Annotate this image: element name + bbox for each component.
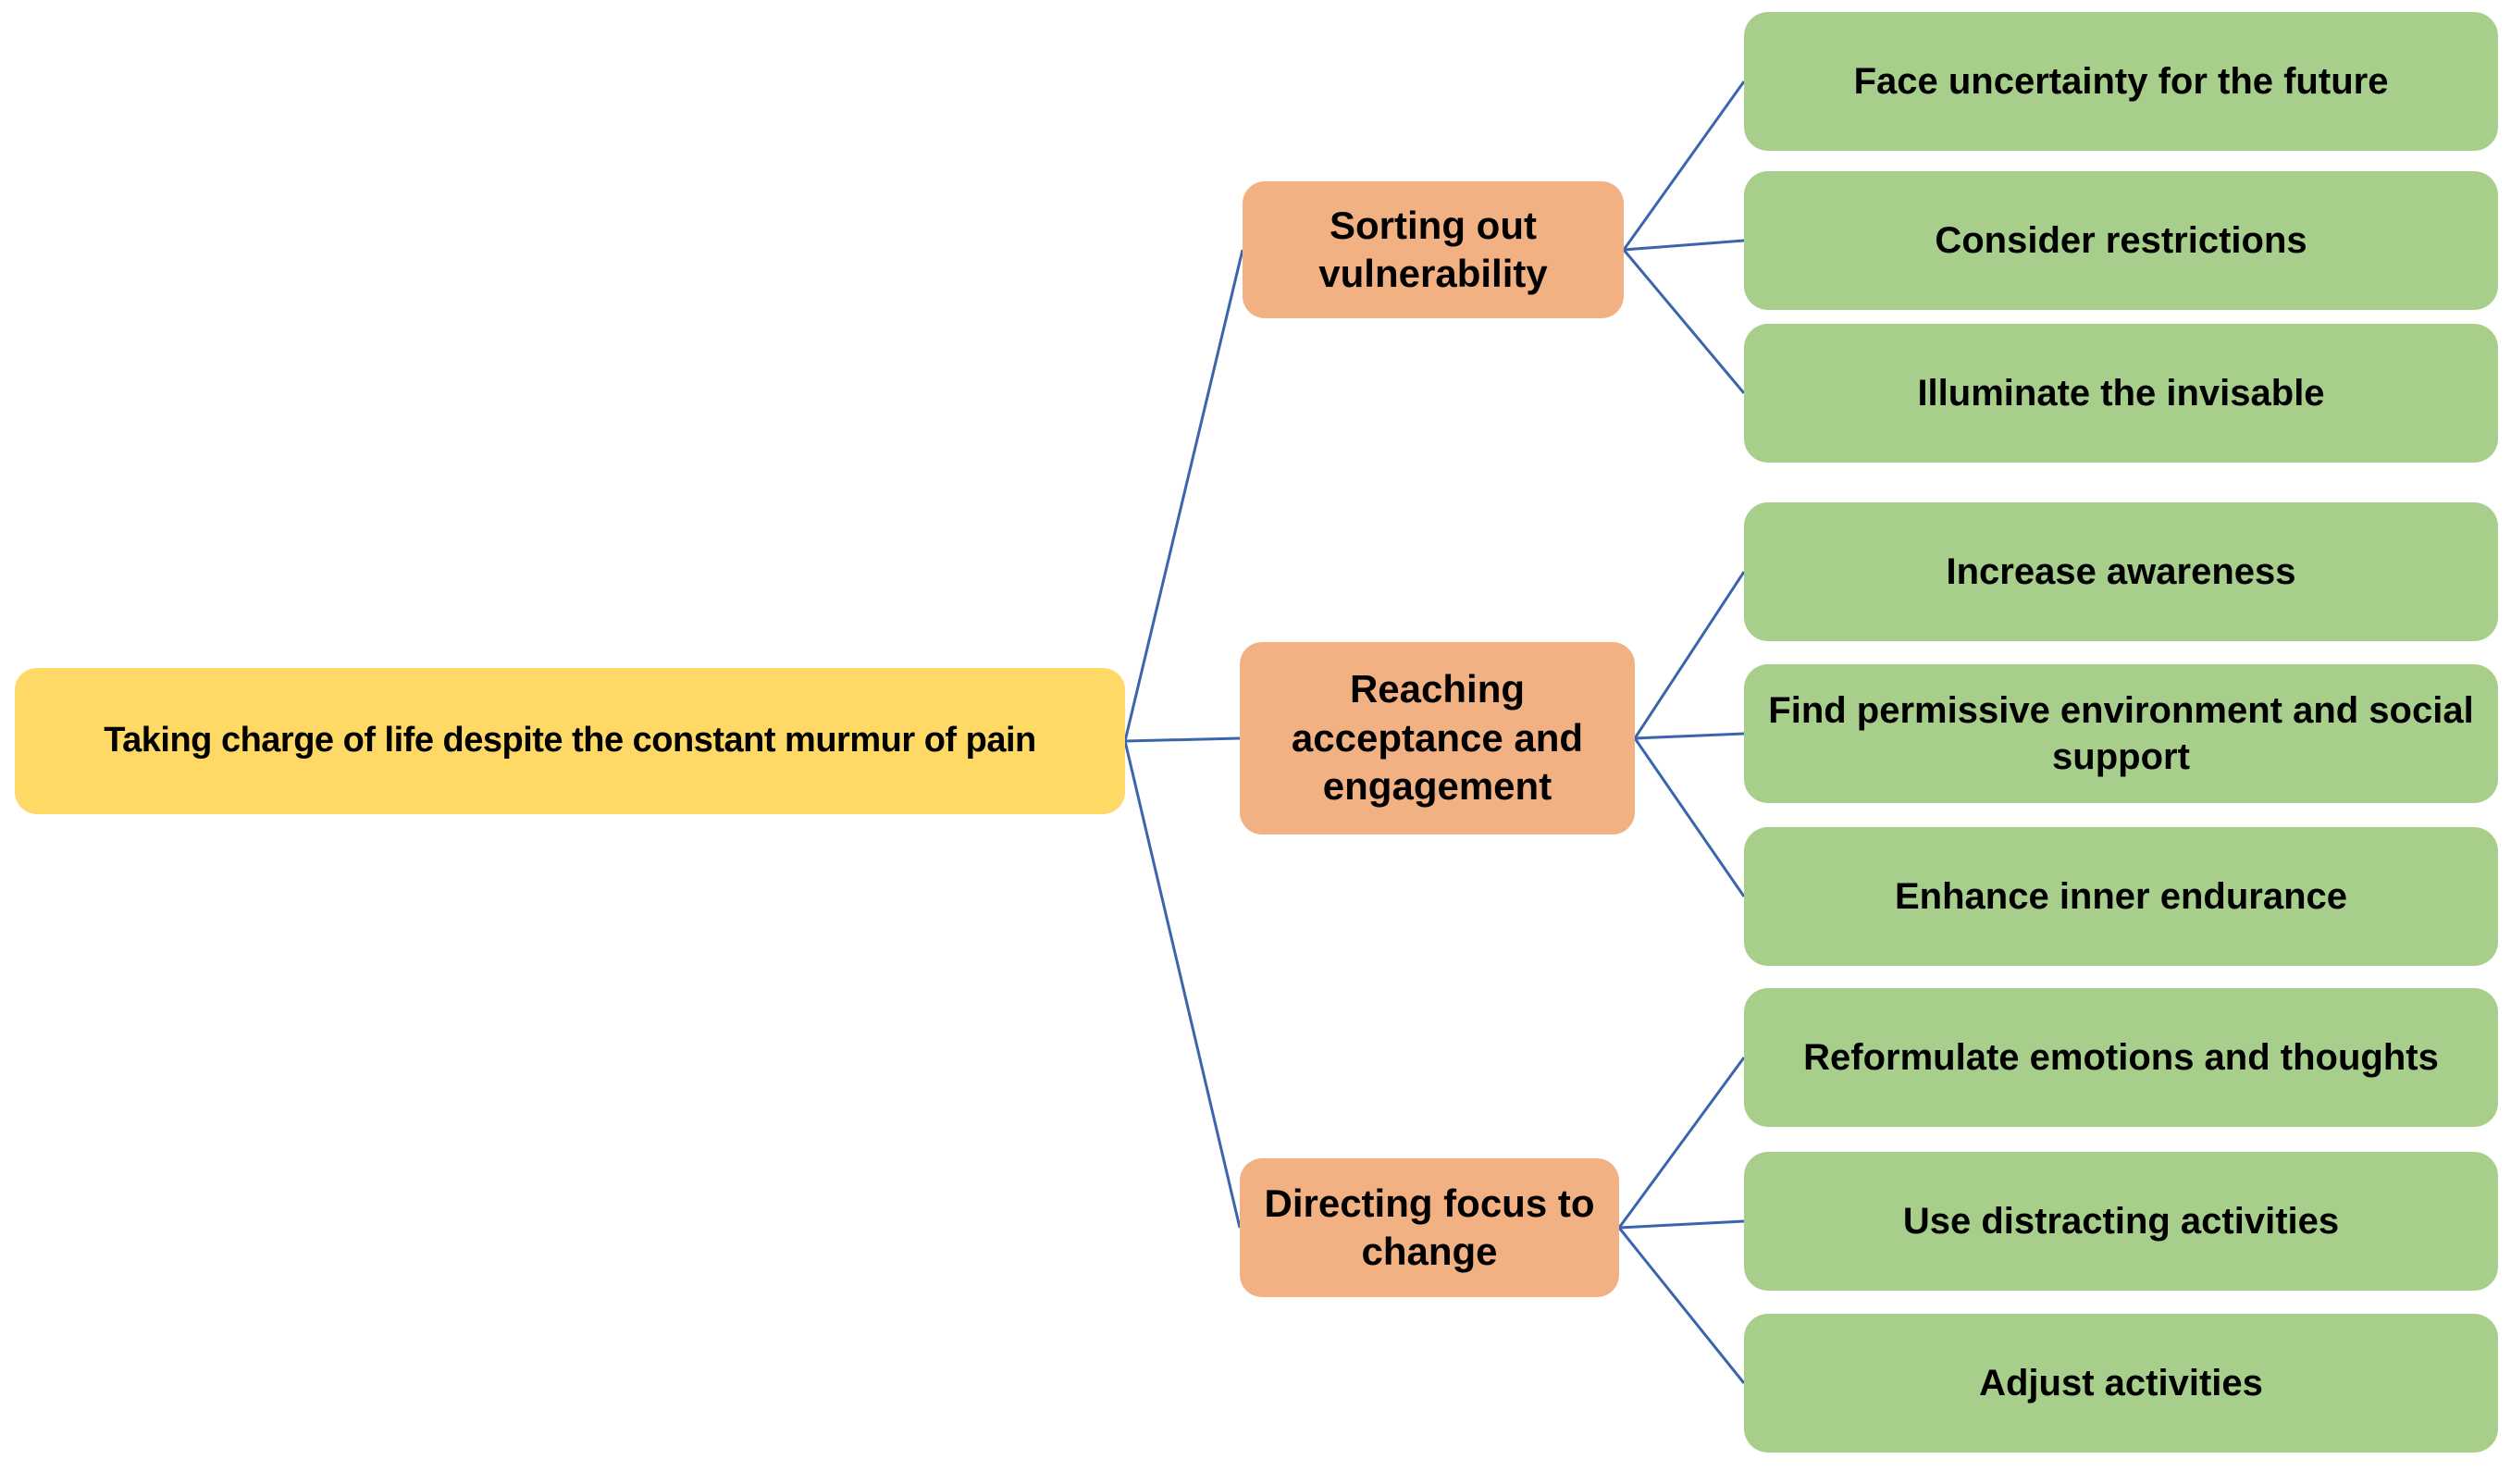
connector-line (1617, 1057, 1746, 1229)
leaf-node-adjust-activities: Adjust activities (1744, 1314, 2498, 1453)
leaf-node-consider-restrictions: Consider restrictions (1744, 171, 2498, 310)
connector-line (1123, 740, 1242, 1229)
leaf-node-enhance-inner-endurance: Enhance inner endurance (1744, 827, 2498, 966)
connector-line (1633, 737, 1746, 897)
branch-node-reaching-acceptance-and-engagement: Reaching acceptance and engagement (1240, 642, 1635, 835)
root-node: Taking charge of life despite the consta… (15, 668, 1125, 814)
connector-line (1617, 1227, 1746, 1384)
leaf-node-illuminate-the-invisable: Illuminate the invisable (1744, 324, 2498, 463)
leaf-node-find-permissive-environment-and-social-support: Find permissive environment and social s… (1744, 664, 2498, 803)
connector-line (1634, 732, 1745, 740)
connector-line (1623, 239, 1745, 252)
branch-node-sorting-out-vulnerability: Sorting out vulnerability (1243, 181, 1624, 318)
leaf-node-increase-awareness: Increase awareness (1744, 502, 2498, 641)
branch-node-directing-focus-to-change: Directing focus to change (1240, 1158, 1619, 1297)
connector-line (1123, 249, 1244, 742)
leaf-node-reformulate-emotions-and-thoughts: Reformulate emotions and thoughts (1744, 988, 2498, 1127)
connector-line (1124, 736, 1241, 743)
leaf-node-face-uncertainty-for-the-future: Face uncertainty for the future (1744, 12, 2498, 151)
connector-line (1618, 1219, 1745, 1230)
leaf-node-use-distracting-activities: Use distracting activities (1744, 1152, 2498, 1291)
connector-line (1622, 80, 1746, 251)
connector-line (1622, 249, 1746, 394)
connector-line (1633, 571, 1746, 739)
